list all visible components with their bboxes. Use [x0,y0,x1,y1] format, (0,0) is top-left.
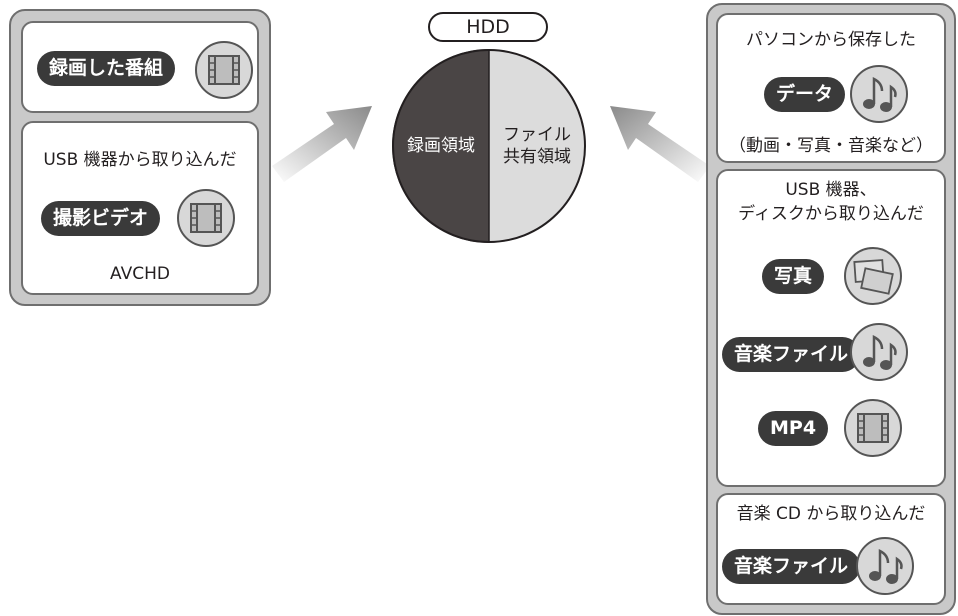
usb-video-heading: USB 機器から取り込んだ [43,150,237,170]
shared-area-label-1: ファイル [503,125,571,145]
pc-data-heading: パソコンから保存した [746,30,916,50]
avchd-label: AVCHD [110,264,170,284]
recorded-programs-card: 録画した番組 [21,21,259,113]
pc-data-footer: （動画・写真・音楽など） [729,136,933,156]
usb-disc-heading-2: ディスクから取り込んだ [738,204,924,224]
usb-video-card: USB 機器から取り込んだ 撮影ビデオ AVCHD [21,121,259,295]
film-icon [177,189,235,247]
right-source-panel: パソコンから保存した データ （動画・写真・音楽など） USB 機器、 ディスク… [706,3,956,615]
music-note-icon [850,323,908,381]
music-cd-heading: 音楽 CD から取り込んだ [736,504,926,524]
film-icon [844,399,902,457]
recorded-programs-pill: 録画した番組 [37,51,176,86]
hdd-label: HDD [428,12,548,42]
photo-icon [844,247,902,305]
recording-area-half [392,49,489,243]
photo-pill: 写真 [762,259,825,294]
recording-area-label: 録画領域 [407,136,475,156]
arrow-to-hdd-right [610,106,710,182]
film-icon [195,41,253,99]
mp4-pill: MP4 [758,411,829,446]
music-note-icon [850,65,908,123]
recorded-video-pill: 撮影ビデオ [41,201,161,236]
arrow-to-hdd-left [272,106,372,182]
music-file-pill: 音楽ファイル [722,337,861,372]
music-cd-card: 音楽 CD から取り込んだ 音楽ファイル [716,493,946,605]
cd-music-file-pill: 音楽ファイル [722,549,861,584]
shared-area-label-2: 共有領域 [503,147,571,167]
usb-disc-card: USB 機器、 ディスクから取り込んだ 写真 音楽ファイル MP4 [716,169,946,487]
shared-area-half [489,49,586,243]
usb-disc-heading-1: USB 機器、 [785,180,877,200]
left-source-panel: 録画した番組 USB 機器から取り込んだ 撮影ビデオ AVCHD [9,9,271,306]
music-note-icon [856,537,914,595]
hdd-disk [392,49,586,243]
data-pill: データ [764,77,846,112]
pc-data-card: パソコンから保存した データ （動画・写真・音楽など） [716,13,946,163]
